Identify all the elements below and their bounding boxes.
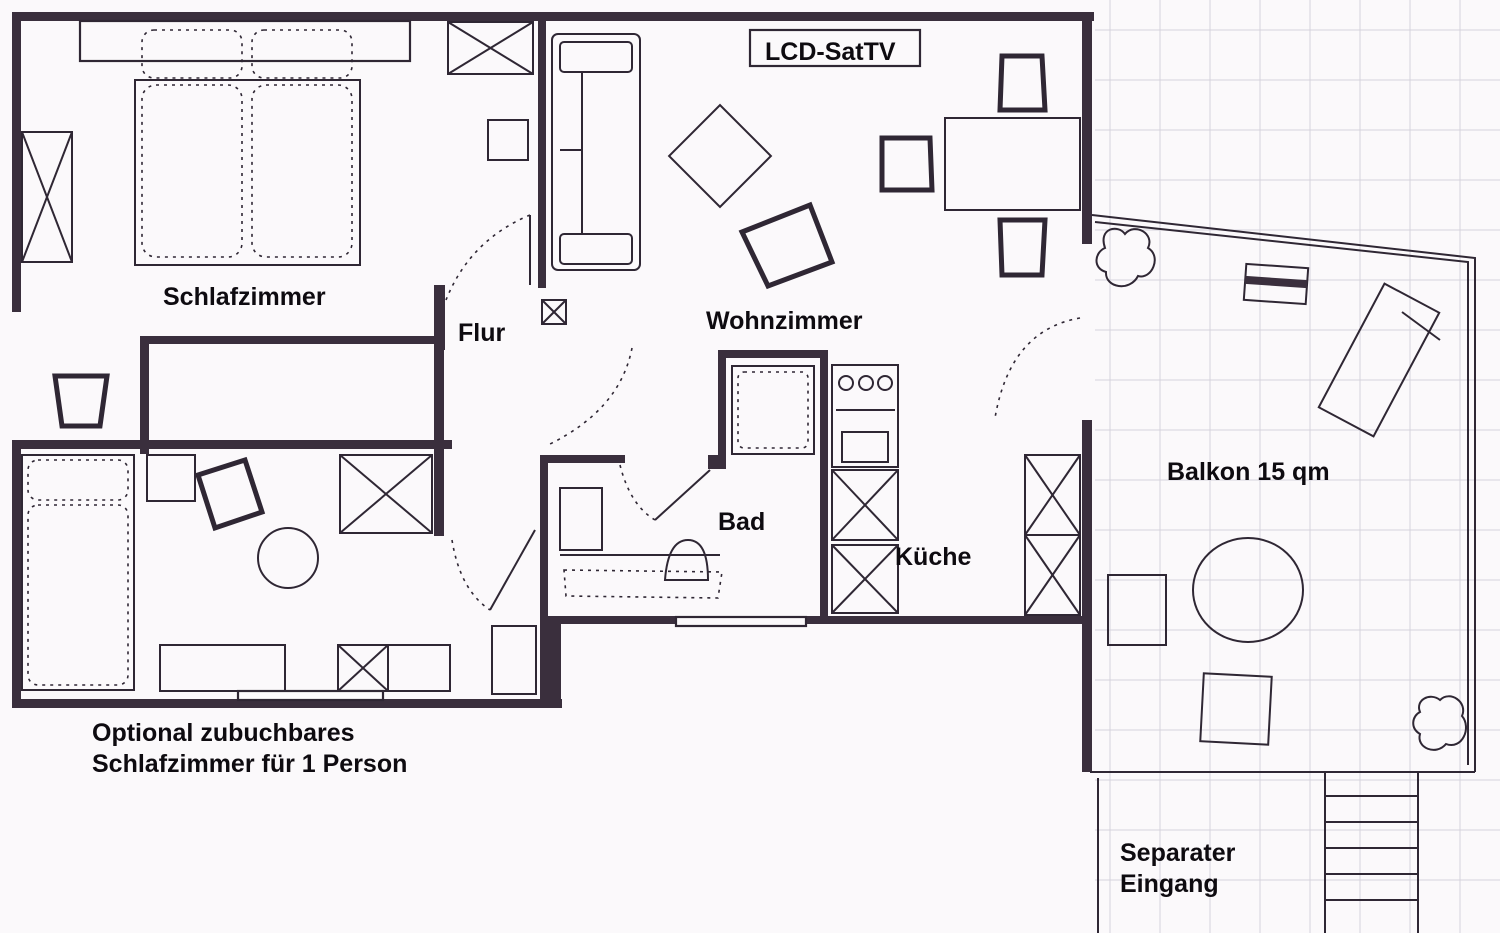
kitchen-label: Küche [895,543,972,571]
bath-door [654,469,711,521]
sun-lounger-small [1242,262,1310,306]
wardrobe-left [21,131,73,263]
coffee-table [667,103,773,209]
outer-walls [12,12,1094,772]
wardrobe-top [447,21,534,75]
optional-room-line1: Optional zubuchbares [92,719,355,747]
optional-room-label: Optional zubuchbares Schlafzimmer für 1 … [92,718,407,781]
bedroom-door-arc [445,214,531,301]
tv-label: LCD-SatTV [765,38,896,66]
guest-chair [194,456,266,532]
armchair [738,201,836,290]
guest-door [489,529,536,611]
balcony-label: Balkon 15 qm [1167,458,1330,486]
bedroom-label: Schlafzimmer [163,283,326,311]
bedroom-chair [52,373,110,429]
stairs [1324,772,1418,933]
entrance-line2: Eingang [1120,870,1219,899]
windows [78,19,922,702]
entrance-line1: Separater [1120,839,1236,867]
bath-door-arc [619,464,656,521]
guest-nightstand [146,454,196,502]
toilet [663,538,710,581]
guest-wardrobe [339,454,433,534]
guest-cabinet [337,644,451,692]
living-room-label: Wohnzimmer [706,307,863,335]
hall-label: Flur [458,319,506,347]
plant-icon [1412,695,1467,751]
sun-lounger [1317,282,1441,438]
round-table [257,527,319,589]
guest-door-arc [451,539,491,611]
dining-chair-top [997,53,1048,113]
plant-icon [1095,227,1156,287]
balcony-chair-left [1107,574,1167,646]
sofa [551,33,641,271]
living-door-arc [547,347,633,446]
dining-chair-left [879,135,935,193]
dining-chair-bottom [997,217,1048,278]
bathtub [563,569,723,599]
sink [559,487,603,551]
desk [159,644,286,692]
interior-walls [12,20,828,620]
nightstand [487,119,529,161]
balcony-chair-bottom [1199,672,1273,746]
living-cabinet [1024,454,1081,616]
hall-cabinet [541,299,567,325]
hall-closet [491,625,537,695]
dining-table [944,117,1081,211]
balcony-railing [1090,214,1476,933]
double-bed [134,29,361,266]
single-bed [21,454,135,691]
balcony-door-arc [994,317,1081,419]
bathroom-label: Bad [718,508,766,536]
optional-room-line2: Schlafzimmer für 1 Person [92,750,408,779]
shower [731,365,815,455]
entrance-label: Separater Eingang [1120,838,1235,901]
kitchen-counter [831,364,899,614]
balcony-table [1192,537,1304,643]
